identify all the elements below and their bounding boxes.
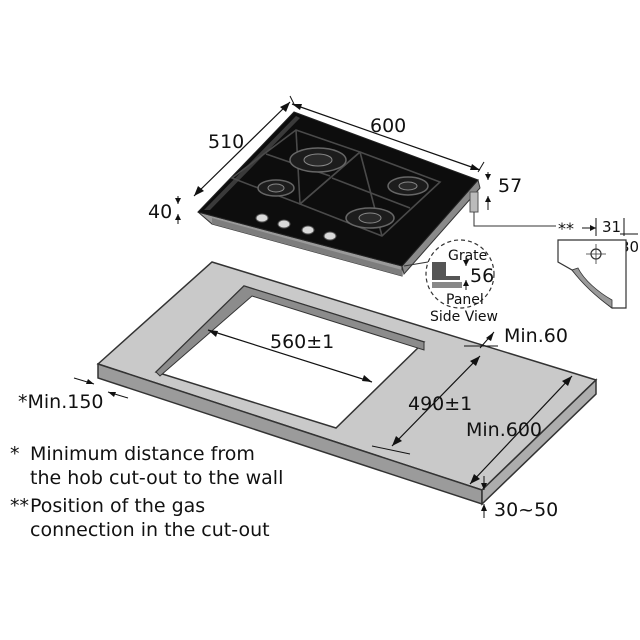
side-view-label: Side View [430, 309, 498, 325]
burner-front-left [257, 179, 295, 197]
cutout-width-dimension: 560±1 [207, 329, 373, 383]
footnote-marker: ** [10, 495, 29, 517]
cutout-inner-edge [155, 285, 425, 377]
gas-offset-label: 57 [498, 175, 522, 197]
footnote-marker: * [10, 443, 20, 465]
worktop [96, 261, 598, 506]
worktop-side-edge [481, 378, 597, 506]
grate-height-label: 56 [470, 265, 494, 287]
worktop-thickness-label: 30~50 [494, 499, 558, 521]
hob-depth-dimension: 510 [193, 101, 291, 197]
gas-connector [469, 191, 479, 213]
worktop-depth-dimension: Min.600 [466, 375, 573, 485]
footnote-line-1: Position of the gas [30, 495, 206, 517]
grate-detail-circle [425, 239, 495, 309]
hob-bottom-side [212, 218, 402, 276]
control-knobs [255, 213, 337, 241]
back-distance-label: Min.60 [504, 325, 568, 347]
gas-offset-x-label: 31 [602, 218, 621, 236]
worktop-depth-label: Min.600 [466, 419, 542, 441]
grate-side-view-detail: Grate 56 Panel Side View [403, 239, 498, 325]
footnote-line-1: Minimum distance from [30, 443, 255, 465]
burner-front-right [345, 207, 395, 229]
hob-height-label: 40 [148, 201, 172, 223]
cutout-depth-label: 490±1 [408, 393, 472, 415]
burner-back-right [387, 176, 429, 196]
burner-back-left [289, 147, 347, 173]
gas-leader-line [473, 212, 556, 227]
panel-label: Panel [446, 292, 484, 308]
side-distance-dimension: *Min.150 [18, 377, 129, 413]
panel-profile [432, 282, 462, 288]
worktop-thickness-dimension: 30~50 [481, 476, 558, 521]
knob-1 [255, 213, 269, 223]
side-distance-label: *Min.150 [18, 391, 104, 413]
footnote-wall-distance: * Minimum distance from the hob cut-out t… [10, 442, 283, 490]
footnote-line-2: the hob cut-out to the wall [30, 467, 284, 489]
cutout-width-label: 560±1 [270, 331, 334, 353]
footnote-gas-position: **Position of the gas connection in the … [10, 494, 270, 542]
footnote-line-2: connection in the cut-out [30, 519, 270, 541]
hob [197, 111, 481, 277]
cutout-depth-dimension: 490±1 [371, 345, 498, 455]
gas-offset-dimension: 57 [485, 172, 522, 210]
hob-height-dimension: 40 [148, 196, 181, 224]
grate-label: Grate [448, 248, 487, 264]
hob-depth-label: 510 [208, 131, 244, 153]
knob-2 [277, 219, 291, 229]
gas-detail-marker: ** [558, 219, 574, 238]
hob-width-label: 600 [370, 115, 406, 137]
knob-4 [323, 231, 337, 241]
hob-width-dimension: 600 [289, 95, 485, 173]
grate-profile [432, 262, 460, 280]
gas-position-detail: ** 31 30 [557, 218, 639, 309]
knob-3 [301, 225, 315, 235]
back-distance-dimension: Min.60 [479, 325, 568, 349]
